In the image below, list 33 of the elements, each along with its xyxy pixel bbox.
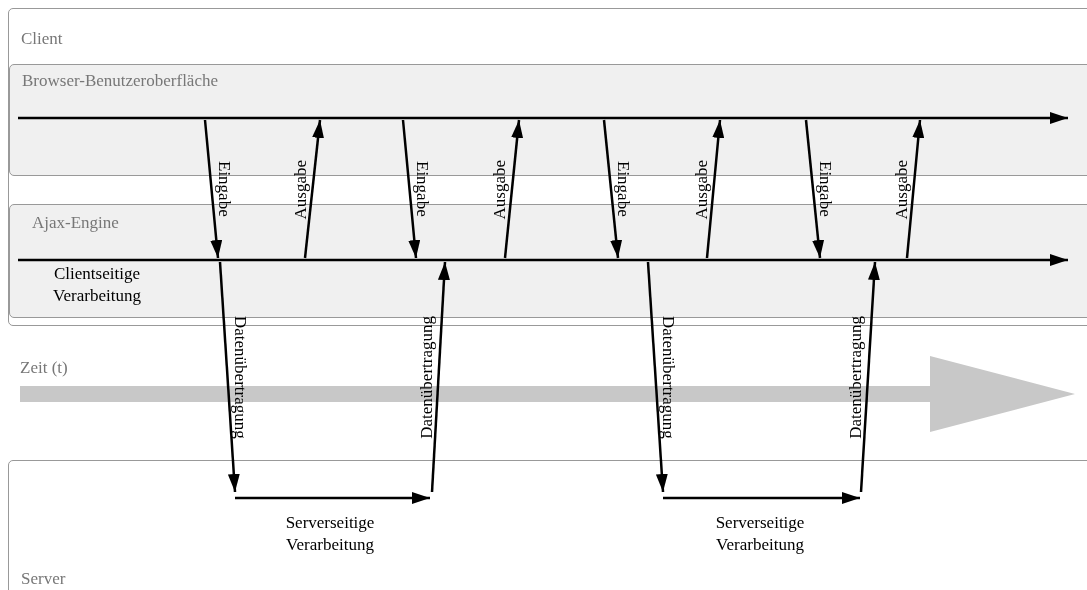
- arrow: [303, 119, 324, 259]
- edge-label: Eingabe: [615, 161, 632, 217]
- arrow: [905, 119, 925, 259]
- edge-label: Eingabe: [215, 161, 233, 217]
- arrow: [503, 119, 524, 259]
- arrow: [602, 119, 623, 259]
- arrow: [646, 261, 668, 493]
- edge-label: Ausgabe: [892, 159, 910, 219]
- panel-title: Client: [21, 29, 63, 49]
- edge-label: Eingabe: [817, 161, 834, 217]
- server-panel: [8, 460, 1087, 590]
- arrow: [705, 119, 725, 259]
- arrow: [203, 119, 223, 259]
- process-label: Serverseitige Verarbeitung: [284, 512, 376, 556]
- arrow: [859, 261, 880, 493]
- edge-label: Datenübertragung: [231, 315, 249, 439]
- arrow: [804, 119, 825, 259]
- edge-label: Datenübertragung: [417, 315, 435, 439]
- band-title: Ajax-Engine: [32, 213, 119, 233]
- arrow: [401, 119, 421, 259]
- edge-label: Ausgabe: [692, 159, 710, 219]
- panel-title: Server: [21, 569, 66, 589]
- edge-label: Ausgabe: [291, 159, 309, 219]
- axis-label: Zeit (t): [20, 358, 68, 378]
- edge-label: Datenübertragung: [659, 315, 677, 439]
- edge-label: Ausgabe: [491, 159, 508, 219]
- arrow: [430, 261, 450, 493]
- process-label: Serverseitige Verarbeitung: [714, 512, 806, 556]
- edge-label: Eingabe: [413, 161, 431, 217]
- process-label: Clientseitige Verarbeitung: [52, 263, 142, 307]
- band-title: Browser-Benutzeroberfläche: [22, 71, 218, 91]
- arrow: [218, 261, 240, 493]
- edge-label: Datenübertragung: [847, 315, 864, 439]
